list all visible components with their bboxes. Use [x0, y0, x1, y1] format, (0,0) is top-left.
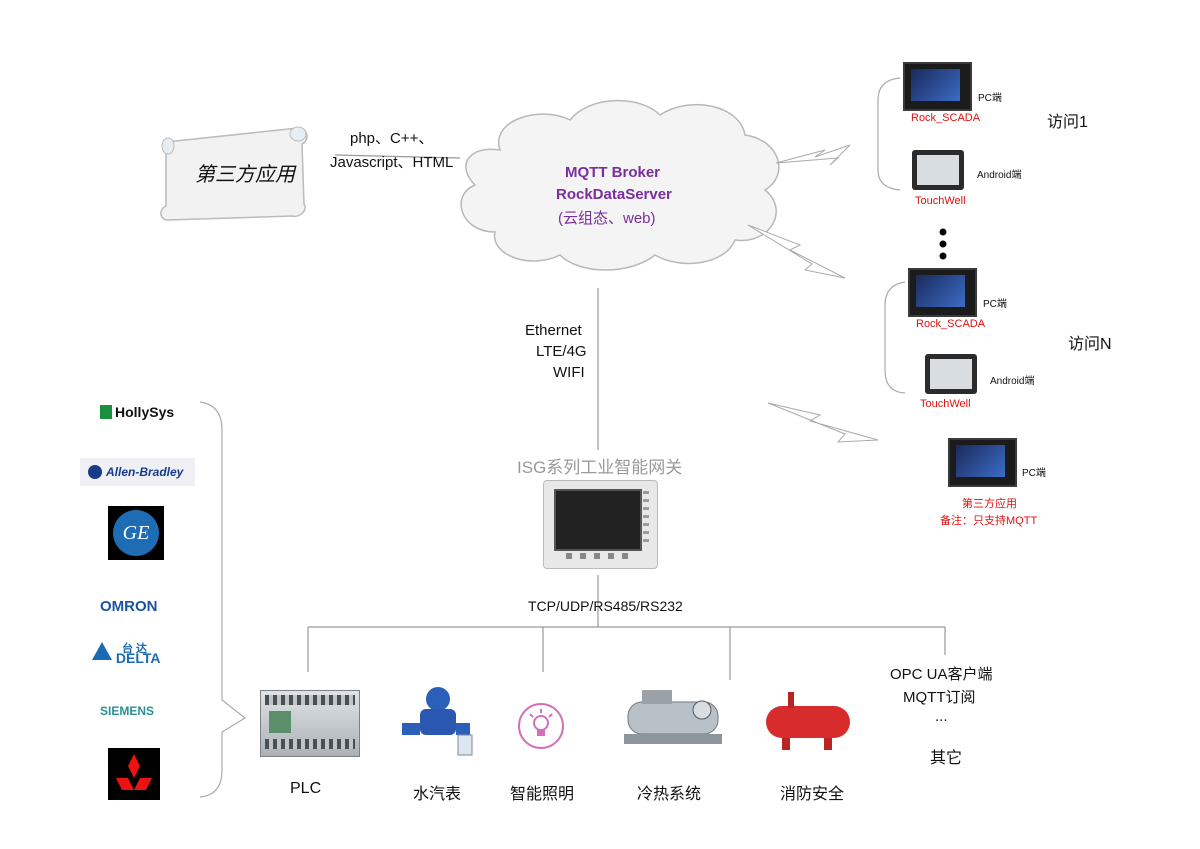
access1-pc-name: Rock_SCADA — [911, 112, 981, 124]
hollysys-icon — [100, 405, 112, 419]
device-label-plc: PLC — [290, 780, 322, 797]
device-label-hvac: 冷热系统 — [637, 786, 702, 803]
cloud-line1: MQTT Broker — [565, 164, 661, 181]
chiller-icon — [622, 688, 724, 753]
android-tablet-1 — [912, 150, 964, 190]
other-line1: OPC UA客户端 — [890, 666, 993, 683]
brand-hollysys: HollySys — [100, 404, 174, 420]
protocols-label: TCP/UDP/RS485/RS232 — [528, 598, 683, 614]
gateway-title: ISG系列工业智能网关 — [517, 458, 683, 477]
accessN-pc-label: PC端 — [983, 299, 1007, 310]
cloud-line3: (云组态、web) — [558, 210, 656, 227]
pc-monitor-N — [908, 268, 977, 317]
ab-badge — [88, 465, 102, 479]
third-party-pc-label: PC端 — [1022, 468, 1046, 479]
scroll-banner — [158, 120, 310, 222]
access1-pc-label: PC端 — [978, 93, 1002, 104]
brand-omron: OMRON — [100, 598, 158, 615]
access1-android-label: Android端 — [977, 170, 1022, 181]
gateway-device — [543, 480, 658, 569]
scroll-label: 第三方应用 — [195, 164, 295, 186]
brand-ge: GE — [108, 506, 164, 560]
access1-android-name: TouchWell — [915, 195, 966, 207]
plc-icon — [260, 690, 360, 757]
languages-line1: php、C++、 — [350, 130, 434, 147]
access1-label: 访问1 — [1047, 114, 1088, 131]
bulb-icon — [518, 703, 564, 749]
network-line2: LTE/4G — [536, 343, 587, 360]
pc-monitor-third-party — [948, 438, 1017, 487]
languages-line2: Javascript、HTML — [330, 154, 454, 171]
water-meter-icon — [400, 685, 480, 760]
lightning-3 — [767, 402, 879, 443]
brand-mitsubishi — [108, 748, 160, 800]
device-label-lighting: 智能照明 — [510, 786, 575, 803]
pc-monitor-1 — [903, 62, 972, 111]
android-tablet-N — [925, 354, 977, 394]
lightning-2 — [747, 224, 846, 279]
third-party-name: 第三方应用 — [962, 498, 1017, 510]
network-line1: Ethernet — [525, 322, 582, 339]
bracket-brands — [199, 401, 247, 798]
bracket-accessN — [884, 281, 906, 394]
delta-triangle-icon — [92, 642, 112, 660]
bracket-access1 — [877, 77, 901, 191]
device-label-fire: 消防安全 — [780, 786, 845, 803]
network-line3: WIFI — [553, 364, 585, 381]
cloud-shape — [460, 99, 780, 271]
other-line4: 其它 — [930, 750, 963, 767]
device-label-water: 水汽表 — [413, 786, 462, 803]
brand-delta: 台 达 DELTA — [92, 642, 160, 666]
other-line2: MQTT订阅 — [903, 689, 976, 706]
accessN-pc-name: Rock_SCADA — [916, 318, 986, 330]
accessN-label: 访问N — [1068, 336, 1112, 353]
brand-siemens: SIEMENS — [100, 704, 155, 718]
other-line3: ... — [935, 708, 948, 725]
fire-tank-icon — [758, 688, 856, 753]
lightning-1 — [775, 144, 851, 166]
accessN-android-label: Android端 — [990, 376, 1035, 387]
third-party-note: 备注：只支持MQTT — [940, 515, 1038, 527]
cloud-line2: RockDataServer — [556, 186, 672, 203]
brand-allen-bradley: Allen-Bradley — [80, 458, 195, 486]
accessN-android-name: TouchWell — [920, 398, 971, 410]
